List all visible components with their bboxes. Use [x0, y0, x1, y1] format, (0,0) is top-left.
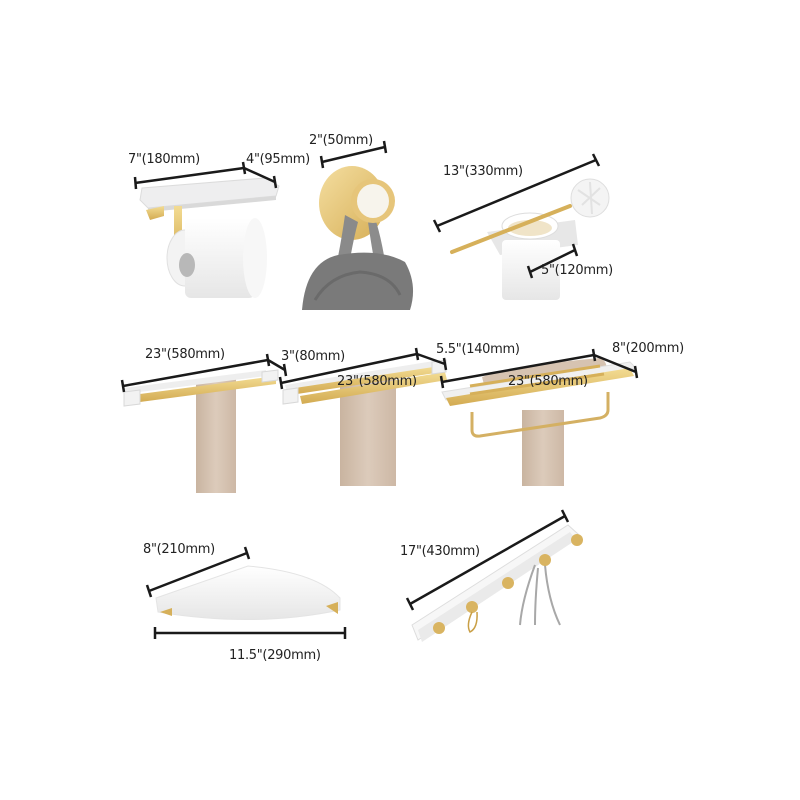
label-hook-diameter: 2"(50mm) [309, 133, 373, 148]
label-single-bar-depth: 3"(80mm) [281, 349, 345, 364]
label-shelf-depth: 8"(210mm) [143, 542, 215, 557]
toilet-brush-holder [450, 178, 610, 300]
corner-shelf [155, 565, 341, 620]
dimension-line-tp-width [133, 161, 278, 190]
label-shelf-width: 11.5"(290mm) [229, 648, 321, 663]
double-towel-bar [282, 359, 447, 486]
label-rack-length: 23"(580mm) [508, 374, 588, 389]
towel-rack [441, 358, 638, 486]
dimension-line-corner-shelf [145, 546, 347, 639]
toilet-paper-holder [139, 177, 280, 298]
dimension-line-hook-rail [405, 509, 570, 611]
dimension-line-brush [432, 153, 601, 279]
label-tp-width: 7"(180mm) [128, 152, 200, 167]
label-double-bar-length: 23"(580mm) [337, 374, 417, 389]
hook-rail [411, 524, 583, 642]
label-brush-height: 13"(330mm) [443, 164, 523, 179]
dimension-line-single-bar [120, 353, 288, 393]
label-rack-depth: 8"(200mm) [612, 341, 684, 356]
label-brush-base: 5"(120mm) [541, 263, 613, 278]
robe-hook [302, 166, 414, 310]
dimension-line-double-bar [278, 347, 448, 390]
dimension-line-hook [319, 140, 388, 169]
label-tp-depth: 4"(95mm) [246, 152, 310, 167]
dimension-line-towel-rack [439, 348, 639, 389]
label-hook-rail-length: 17"(430mm) [400, 544, 480, 559]
label-single-bar-length: 23"(580mm) [145, 347, 225, 362]
label-double-bar-depth: 5.5"(140mm) [436, 342, 520, 357]
single-towel-bar [123, 369, 279, 493]
